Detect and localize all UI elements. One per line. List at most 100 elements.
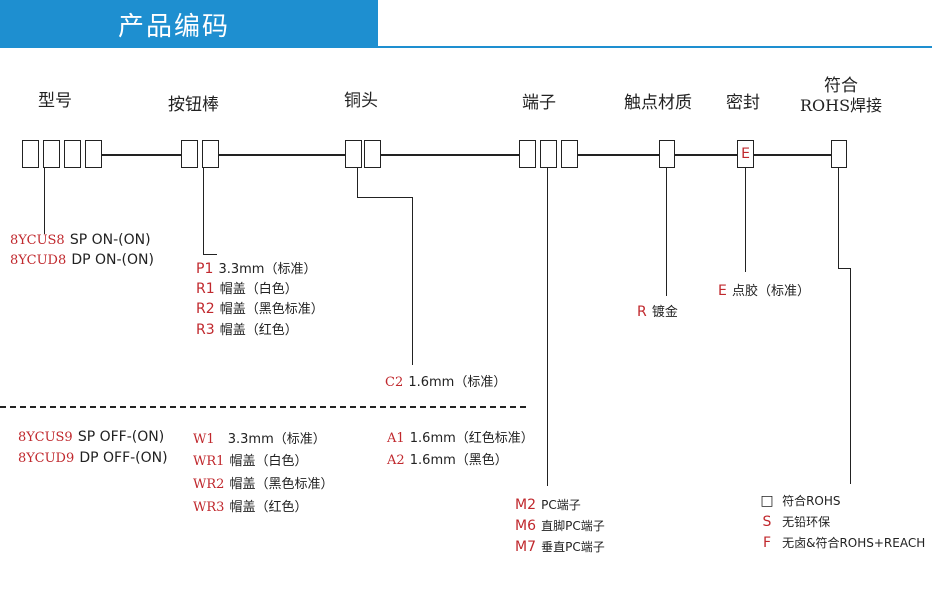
option-model-off-2: 8YCUD9 DP OFF-(ON) <box>18 448 168 468</box>
option-desc: 1.6mm（红色标准） <box>409 431 534 446</box>
option-desc: 直脚PC端子 <box>541 519 605 533</box>
option-button-on-1: P1 3.3mm（标准） <box>196 259 316 279</box>
connector-line <box>381 154 520 156</box>
option-model-on-1: 8YCUS8 SP ON-(ON) <box>10 230 151 250</box>
option-code: WR3 <box>193 500 225 515</box>
option-code: 8YCUD9 <box>18 451 75 466</box>
leader-line <box>44 168 46 234</box>
option-code: R3 <box>196 322 215 338</box>
column-label-rohs: 符合 ROHS焊接 <box>796 76 886 116</box>
header-band <box>0 0 378 48</box>
leader-line <box>838 168 840 268</box>
option-button-off-4: WR3 帽盖（红色） <box>193 497 308 517</box>
option-desc: SP ON-(ON) <box>69 232 151 248</box>
option-desc: 帽盖（白色） <box>219 282 298 297</box>
option-desc: 帽盖（红色） <box>219 323 298 338</box>
leader-line <box>412 197 414 365</box>
option-code: P1 <box>196 261 214 277</box>
option-button-off-2: WR1 帽盖（白色） <box>193 451 308 471</box>
option-code: A1 <box>387 431 405 446</box>
code-box <box>345 140 362 168</box>
option-desc: 无铅环保 <box>782 515 831 529</box>
code-box <box>519 140 536 168</box>
option-seal-1: E 点胶（标准） <box>718 281 810 301</box>
option-code: C2 <box>385 375 404 390</box>
column-label-button: 按钮棒 <box>168 95 219 115</box>
option-terminal-1: M2 PC端子 <box>515 495 581 514</box>
option-copper-off-1: A1 1.6mm（红色标准） <box>387 428 534 448</box>
leader-line <box>203 168 205 255</box>
code-box <box>831 140 847 168</box>
column-label-model: 型号 <box>38 91 72 111</box>
option-code: R2 <box>196 301 215 317</box>
code-box <box>43 140 60 168</box>
column-label-rohs-line2: ROHS焊接 <box>799 96 883 115</box>
option-terminal-2: M6 直脚PC端子 <box>515 516 605 535</box>
option-desc: PC端子 <box>541 498 581 512</box>
page-title: 产品编码 <box>118 12 231 42</box>
option-code: WR1 <box>193 454 225 469</box>
option-desc: 垂直PC端子 <box>541 540 605 554</box>
option-model-on-2: 8YCUD8 DP ON-(ON) <box>10 250 154 270</box>
leader-line <box>357 197 413 199</box>
column-label-seal: 密封 <box>726 93 760 113</box>
option-code: W1 <box>193 432 215 447</box>
option-desc: 帽盖（黑色标准） <box>219 302 324 317</box>
option-code: 8YCUD8 <box>10 253 67 268</box>
code-box <box>659 140 675 168</box>
connector-line <box>219 154 346 156</box>
option-copper-on-1: C2 1.6mm（标准） <box>385 372 506 392</box>
option-desc: SP OFF-(ON) <box>77 429 165 445</box>
option-desc: 无卤&符合ROHS+REACH <box>782 536 926 550</box>
column-label-rohs-line1: 符合 <box>824 76 858 96</box>
column-label-contact: 触点材质 <box>624 93 692 113</box>
leader-line <box>547 168 549 486</box>
option-code: M2 <box>515 497 536 513</box>
leader-line <box>666 168 668 296</box>
option-desc: 3.3mm（标准） <box>218 262 317 277</box>
option-desc: DP OFF-(ON) <box>79 450 168 466</box>
option-desc: 帽盖（红色） <box>229 500 308 515</box>
option-desc: 1.6mm（黑色） <box>409 453 508 468</box>
leader-line <box>850 268 852 484</box>
on-off-separator <box>0 406 526 408</box>
code-box <box>22 140 39 168</box>
code-box <box>202 140 219 168</box>
code-box <box>540 140 557 168</box>
option-code: 8YCUS8 <box>10 233 65 248</box>
option-rohs-2: S 无铅环保 <box>757 512 831 531</box>
option-code: R <box>637 304 647 320</box>
option-button-on-4: R3 帽盖（红色） <box>196 320 298 340</box>
option-desc: 点胶（标准） <box>731 284 810 299</box>
code-box-seal: E <box>737 140 754 168</box>
option-button-on-3: R2 帽盖（黑色标准） <box>196 299 324 319</box>
header-rule <box>378 46 932 48</box>
option-desc: 3.3mm（标准） <box>227 432 326 447</box>
leader-line <box>357 168 359 198</box>
option-code: A2 <box>387 453 405 468</box>
option-terminal-3: M7 垂直PC端子 <box>515 537 605 556</box>
option-model-off-1: 8YCUS9 SP OFF-(ON) <box>18 427 164 447</box>
option-code: M7 <box>515 539 536 555</box>
option-desc: 镀金 <box>651 305 678 320</box>
option-button-off-1: W1 3.3mm（标准） <box>193 429 326 449</box>
option-rohs-1: □ 符合ROHS <box>757 491 841 510</box>
option-code: □ <box>760 493 774 509</box>
leader-line <box>838 268 851 270</box>
option-desc: DP ON-(ON) <box>71 252 154 268</box>
option-desc: 帽盖（黑色标准） <box>229 477 334 492</box>
option-code: S <box>762 514 772 530</box>
option-code: E <box>718 283 727 299</box>
option-desc: 1.6mm（标准） <box>408 375 507 390</box>
connector-line <box>577 154 659 156</box>
option-copper-off-2: A2 1.6mm（黑色） <box>387 450 508 470</box>
option-desc: 符合ROHS <box>782 494 841 508</box>
option-button-on-2: R1 帽盖（白色） <box>196 279 298 299</box>
option-rohs-3: F 无卤&符合ROHS+REACH <box>757 533 925 552</box>
option-contact-1: R 镀金 <box>637 302 678 322</box>
option-button-off-3: WR2 帽盖（黑色标准） <box>193 474 334 494</box>
code-box <box>85 140 102 168</box>
option-code: 8YCUS9 <box>18 430 73 445</box>
code-box <box>364 140 381 168</box>
leader-line <box>203 254 217 256</box>
